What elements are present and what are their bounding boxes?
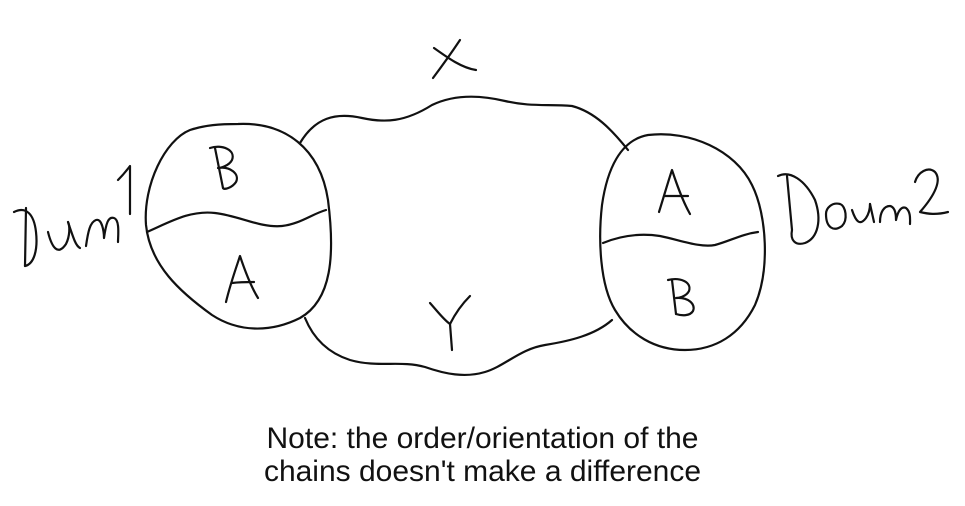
- dom2-label: [776, 168, 950, 245]
- linker-bottom-curve: [303, 316, 614, 377]
- dom1-circle: [144, 122, 333, 330]
- note-line-1: Note: the order/orientation of the: [266, 422, 699, 455]
- dom1-top-chain-label: [208, 145, 238, 190]
- dom2-circle: [599, 133, 766, 352]
- note-line-2: chains doesn't make a difference: [263, 455, 702, 488]
- dom2-top-chain-label: [657, 168, 692, 216]
- linker-top-curve: [298, 95, 630, 152]
- x-label: [431, 38, 478, 80]
- y-label: [428, 294, 472, 352]
- dom1-divider: [145, 208, 328, 234]
- dom1-label: [12, 164, 132, 268]
- dom1-bottom-chain-label: [224, 254, 260, 304]
- dom2-divider: [601, 230, 760, 247]
- dom2-bottom-chain-label: [666, 278, 695, 317]
